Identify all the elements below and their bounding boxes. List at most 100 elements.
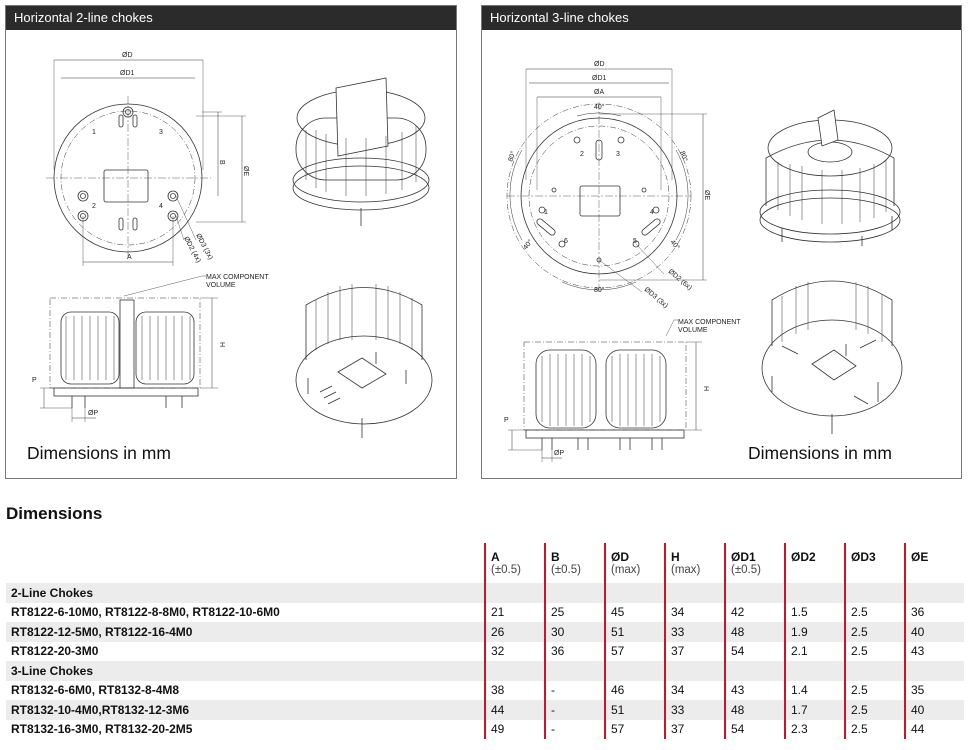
three-line-iso-bottom-coils [771, 280, 893, 346]
cell-od1: 48 [724, 622, 785, 642]
three-line-label-n5: 5 [633, 238, 637, 245]
col-header-b: B [544, 543, 605, 564]
two-line-iso-base [292, 165, 430, 211]
row-name: RT8122-12-5M0, RT8122-16-4M0 [6, 622, 485, 642]
cell-od2: 1.4 [784, 680, 845, 700]
two-line-caption: Dimensions in mm [27, 443, 171, 463]
two-line-panel-title: Horizontal 2-line chokes [6, 6, 456, 30]
cell-a: 49 [484, 719, 545, 739]
table-header-row: A B ØD H ØD1 ØD2 ØD3 ØE [6, 543, 964, 564]
cell-od3: 2.5 [844, 622, 905, 642]
cell-od: 57 [604, 719, 665, 739]
cell-b: 25 [544, 602, 605, 622]
two-line-label-op: ØP [88, 410, 98, 417]
three-line-label-n6: 6 [564, 238, 568, 245]
three-line-label-od: ØD [594, 61, 605, 68]
cell-h: 37 [664, 641, 725, 661]
cell-a: 32 [484, 641, 545, 661]
three-line-label-ang80-left: 80° [506, 150, 517, 163]
three-line-panel: Horizontal 3-line chokes [481, 5, 962, 479]
cell-oe: 35 [904, 680, 964, 700]
cell-od1: 42 [724, 602, 785, 622]
cell-od2: 1.7 [784, 700, 845, 720]
two-line-max-volume [49, 297, 201, 389]
three-line-label-n3: 3 [616, 151, 620, 158]
two-line-coil-left [60, 311, 120, 385]
cell-oe: 40 [904, 700, 964, 720]
three-line-label-volume: VOLUME [678, 327, 708, 334]
three-line-coil-left [535, 349, 597, 429]
three-line-label-ang40-left: 40° [521, 238, 534, 251]
two-line-label-n4: 4 [159, 203, 163, 210]
three-line-label-oa: ØA [594, 89, 604, 96]
cell-a: 44 [484, 700, 545, 720]
cell-od2: 2.3 [784, 719, 845, 739]
three-line-drawing: ØD ØD1 ØA 40° 80° 80° 40° 40° 80° ØE ØD2… [504, 61, 903, 462]
cell-od: 46 [604, 680, 665, 700]
table-row: RT8132-6-6M0, RT8132-8-4M8 38 - 46 34 43… [6, 680, 964, 700]
three-line-coil-right [605, 349, 667, 429]
three-line-label-od3: ØD3 (3x) [643, 286, 669, 310]
col-header-oe: ØE [904, 543, 964, 564]
col-sub-od1: (±0.5) [724, 564, 785, 583]
cell-b: 30 [544, 622, 605, 642]
cell-oe: 36 [904, 602, 964, 622]
three-line-label-od1: ØD1 [592, 75, 607, 82]
cell-od3: 2.5 [844, 602, 905, 622]
three-line-label-h: H [702, 386, 709, 391]
two-line-label-h: H [218, 342, 225, 347]
cell-a: 26 [484, 622, 545, 642]
col-sub-a: (±0.5) [484, 564, 545, 583]
row-name: RT8122-20-3M0 [11, 644, 99, 659]
table-row: RT8122-6-10M0, RT8122-8-8M0, RT8122-10-6… [6, 602, 964, 622]
two-line-pad [103, 169, 149, 203]
cell-od3: 2.5 [844, 700, 905, 720]
two-line-label-n3: 3 [159, 129, 163, 136]
col-header-od: ØD [604, 543, 665, 564]
table-subheader-row: (±0.5) (±0.5) (max) (max) (±0.5) [6, 564, 964, 583]
cell-h: 33 [664, 700, 725, 720]
cell-od: 45 [604, 602, 665, 622]
col-header-od3: ØD3 [844, 543, 905, 564]
cell-od2: 1.9 [784, 622, 845, 642]
two-line-base-plate [53, 387, 199, 397]
cell-a: 21 [484, 602, 545, 622]
three-line-label-n1: 1 [544, 209, 548, 216]
header-spacer [6, 543, 485, 564]
two-line-iso-bottom-coils [305, 287, 423, 360]
two-line-separator [119, 299, 135, 389]
two-line-panel: Horizontal 2-line chokes [5, 5, 457, 479]
cell-od1: 54 [724, 719, 785, 739]
table-row: RT8122-20-3M0 32 36 57 37 54 2.1 2.5 43 [6, 641, 964, 661]
group-label: 3-Line Chokes [6, 661, 485, 681]
table-row: RT8132-10-4M0,RT8132-12-3M6 44 - 51 33 4… [6, 700, 964, 720]
row-name: RT8132-10-4M0,RT8132-12-3M6 [6, 700, 485, 720]
col-header-od2: ØD2 [784, 543, 845, 564]
three-line-panel-title: Horizontal 3-line chokes [482, 6, 961, 30]
three-line-label-n4: 4 [650, 209, 654, 216]
cell-h: 34 [664, 680, 725, 700]
group-row-3-line: 3-Line Chokes [6, 661, 964, 681]
three-line-label-p: P [504, 417, 509, 424]
subheader-spacer [6, 564, 485, 583]
two-line-label-od1: ØD1 [120, 70, 135, 77]
three-line-label-ang80-right: 80° [678, 150, 689, 163]
dimensions-table: A B ØD H ØD1 ØD2 ØD3 ØE (±0.5) (±0.5) (m… [6, 543, 964, 739]
cell-od: 57 [604, 641, 665, 661]
cell-od1: 54 [724, 641, 785, 661]
cell-od1: 48 [724, 700, 785, 720]
cell-od1: 43 [724, 680, 785, 700]
three-line-label-max-component: MAX COMPONENT [678, 319, 741, 326]
two-line-iso-pad [337, 357, 387, 389]
col-header-od1: ØD1 [724, 543, 785, 564]
three-line-caption: Dimensions in mm [748, 443, 892, 463]
cell-a: 38 [484, 680, 545, 700]
three-line-label-oe: ØE [703, 190, 710, 200]
row-name: RT8122-6-10M0, RT8122-8-8M0, RT8122-10-6… [11, 605, 280, 620]
cell-od2: 1.5 [784, 602, 845, 622]
cell-h: 37 [664, 719, 725, 739]
cell-oe: 43 [904, 641, 964, 661]
col-header-a: A [484, 543, 545, 564]
col-sub-od: (max) [604, 564, 665, 583]
col-sub-b: (±0.5) [544, 564, 605, 583]
